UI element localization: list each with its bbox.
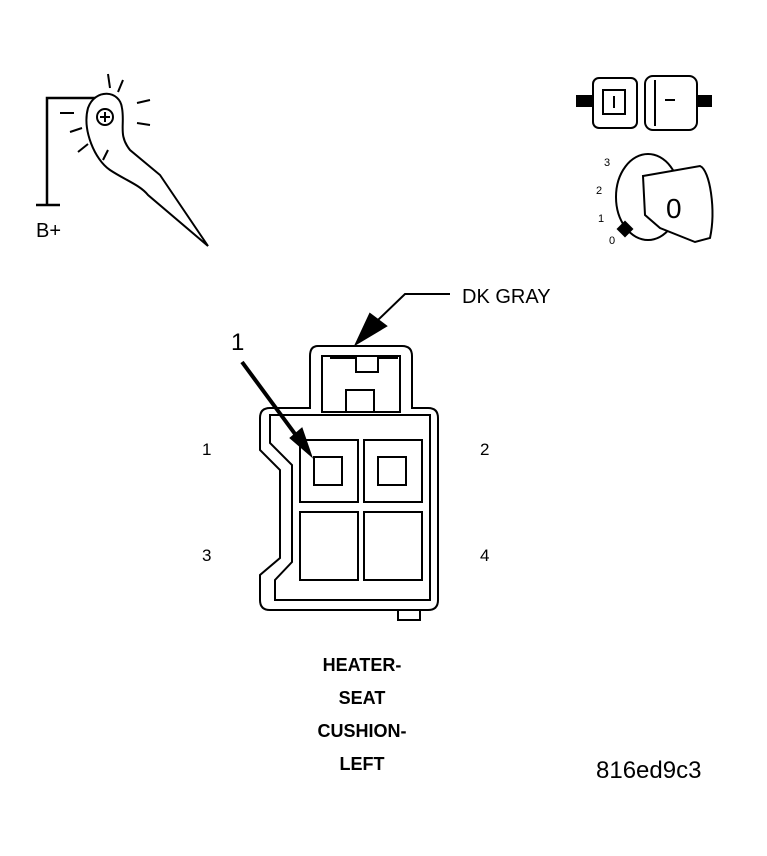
ignition-position-2: 2 xyxy=(596,185,603,197)
ignition-position-1: 1 xyxy=(598,213,605,225)
pin-label-1: 1 xyxy=(202,440,212,459)
connector-housing xyxy=(259,345,439,621)
pin-cavity-2 xyxy=(363,439,423,503)
pin-label-3: 3 xyxy=(202,546,212,565)
pin-cavity-1-terminal xyxy=(313,456,343,486)
ignition-position-3: 3 xyxy=(604,157,611,169)
ignition-key-icon xyxy=(615,153,714,244)
ignition-key-face-label: 0 xyxy=(666,193,682,224)
pin-cavities xyxy=(299,439,423,581)
callout-1-leader xyxy=(240,360,314,459)
wire-color-leader xyxy=(353,293,450,347)
connector-title-line-3: CUSHION- xyxy=(317,721,407,741)
pin-label-2: 2 xyxy=(480,440,490,459)
pin-cavity-2-terminal xyxy=(377,456,407,486)
connector-title-line-4: LEFT xyxy=(339,754,385,774)
pin-cavity-1 xyxy=(299,439,359,503)
connector-title-line-2: SEAT xyxy=(338,688,386,708)
pin-label-4: 4 xyxy=(480,546,490,565)
callout-number: 1 xyxy=(231,329,245,356)
connector-title-line-1: HEATER- xyxy=(322,655,402,675)
pin-cavity-4 xyxy=(363,511,423,581)
figure-id: 816ed9c3 xyxy=(596,757,702,784)
test-light-probe-icon xyxy=(36,73,209,247)
ignition-position-0: 0 xyxy=(609,235,616,247)
wire-color-callout: DK GRAY xyxy=(462,286,551,308)
battery-positive-label: B+ xyxy=(36,220,62,242)
connector-disconnect-icon xyxy=(576,75,712,131)
pin-cavity-3 xyxy=(299,511,359,581)
